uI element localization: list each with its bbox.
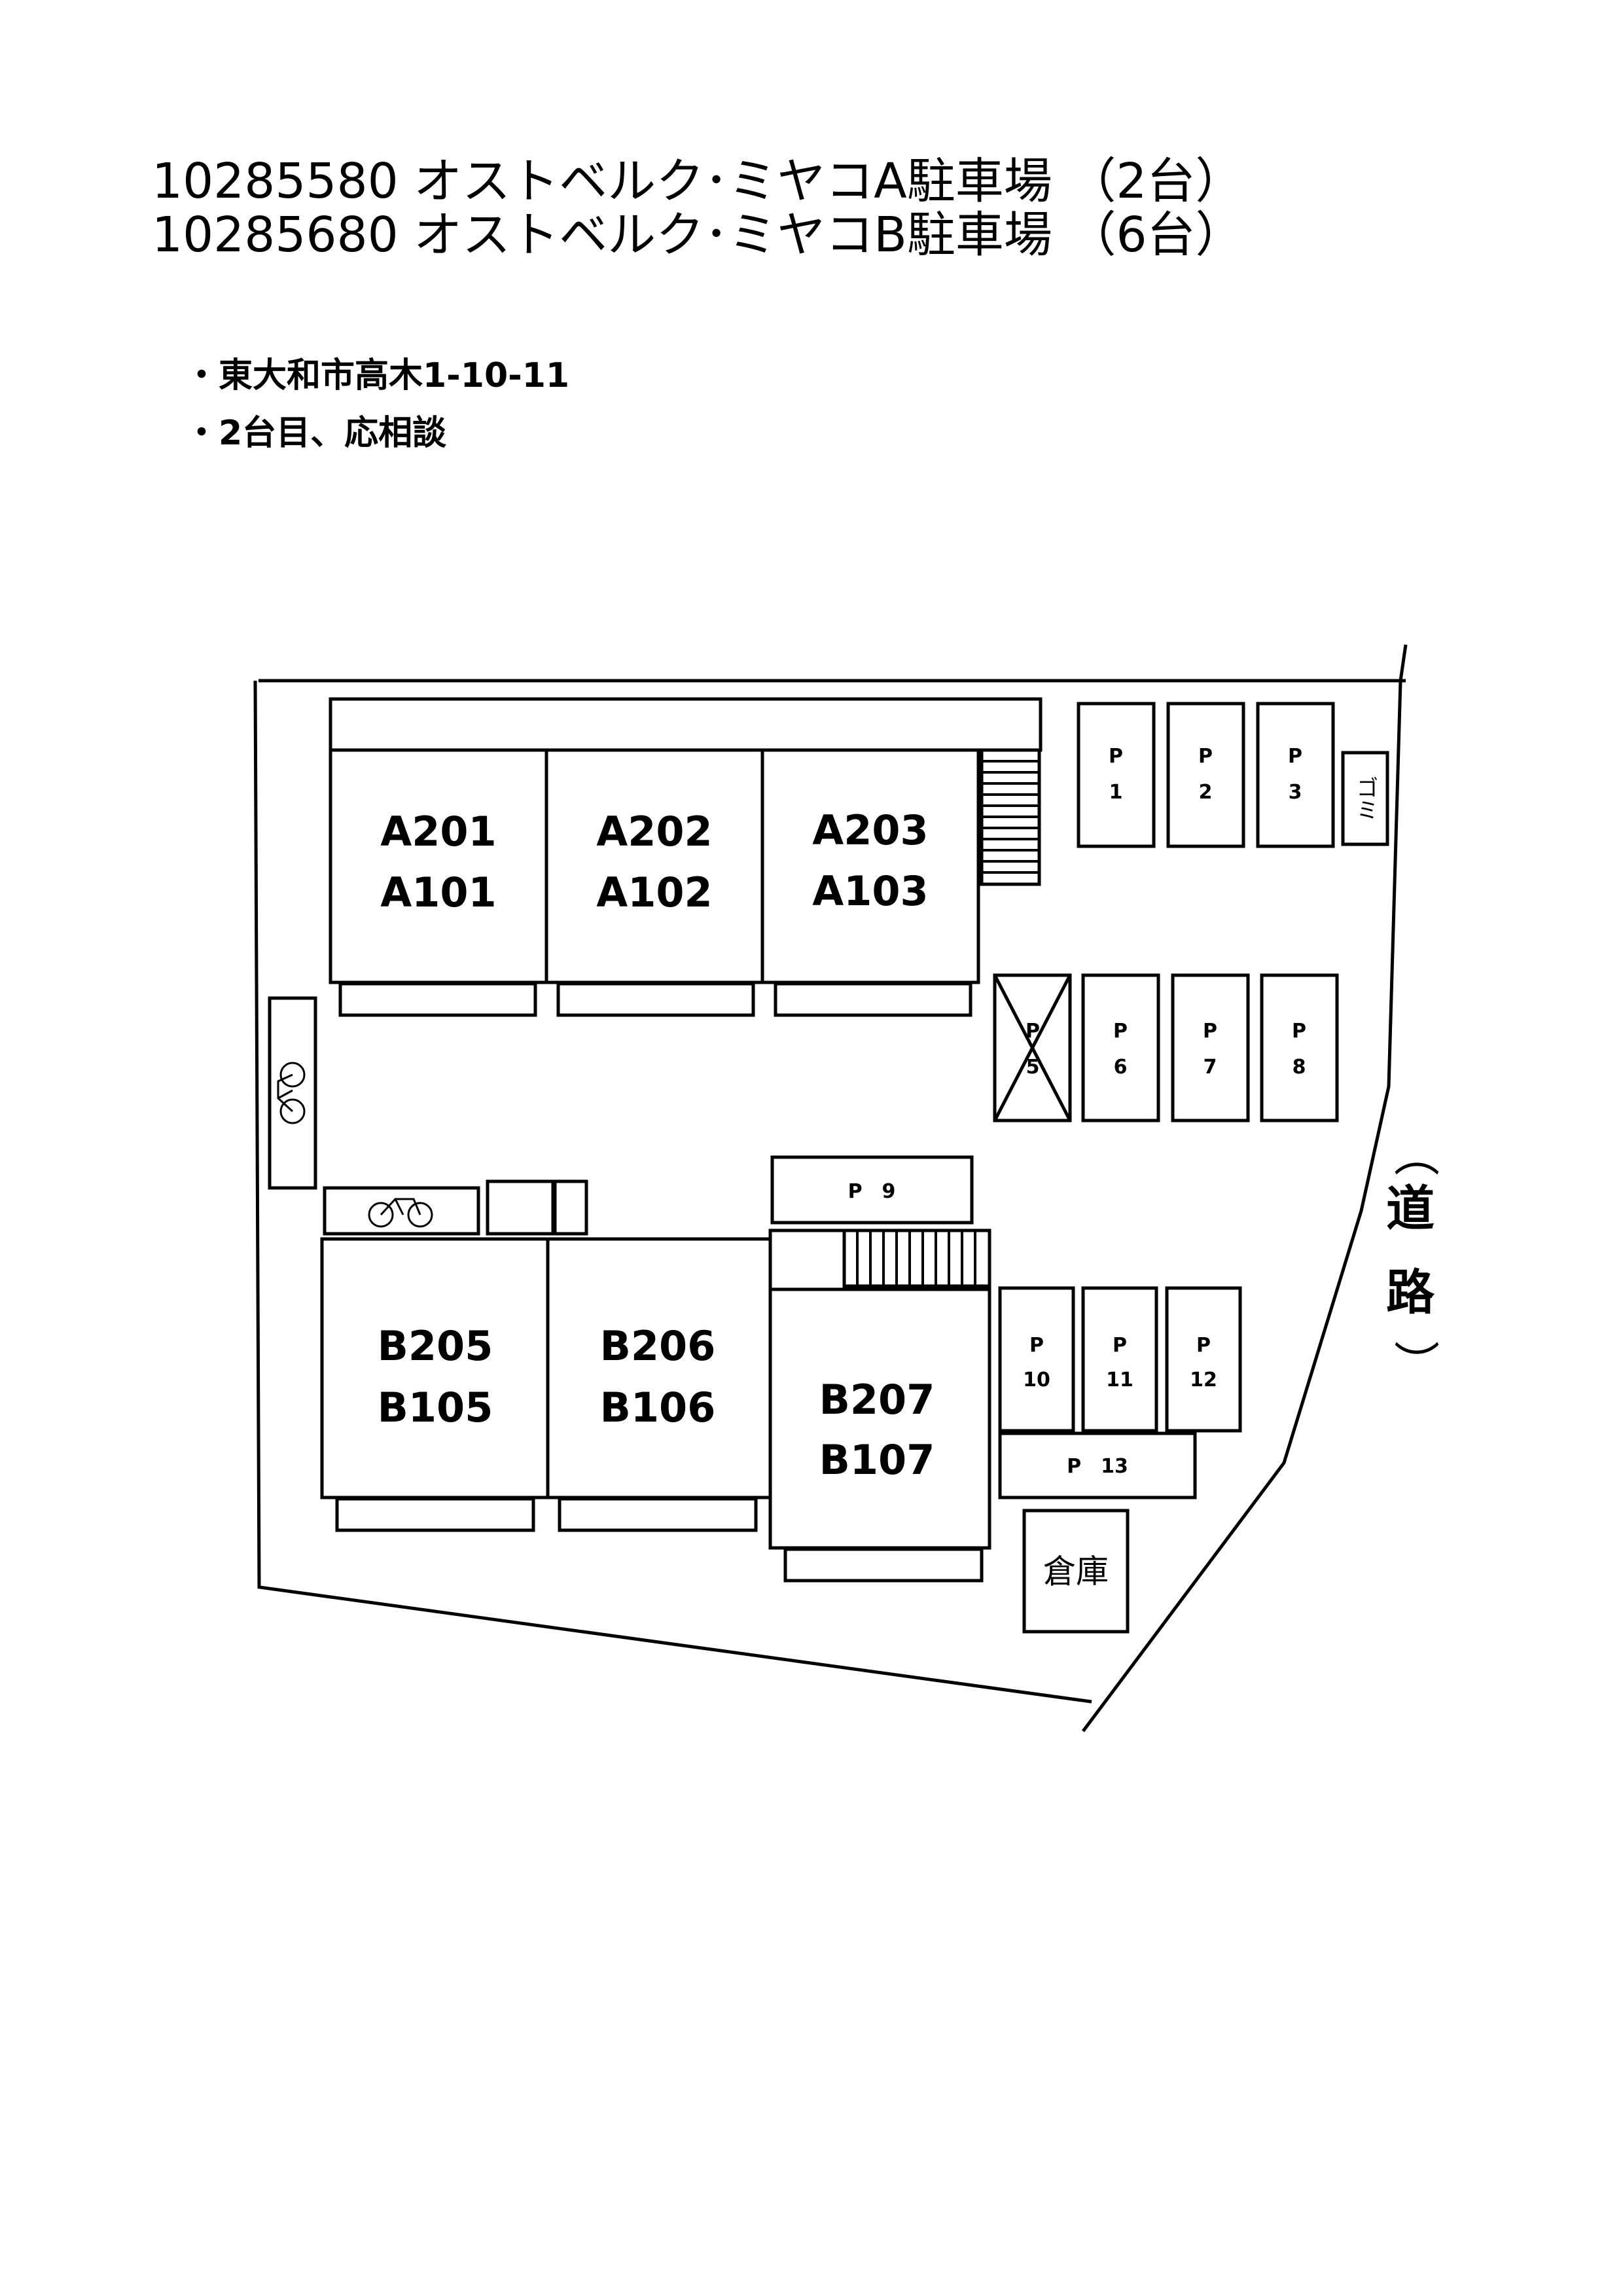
building-a3 bbox=[760, 748, 980, 984]
stairs-a-treads bbox=[982, 760, 1039, 874]
parking-label: P bbox=[1026, 1020, 1040, 1043]
unit-label: A102 bbox=[596, 869, 712, 916]
unit-label: A103 bbox=[812, 867, 928, 915]
parking-p2 bbox=[1166, 702, 1245, 848]
road-bracket-close: ︶ bbox=[1394, 1338, 1440, 1391]
consult-note: ・2台目、応相談 bbox=[185, 414, 447, 453]
unit-label: B206 bbox=[600, 1322, 716, 1370]
b-building-corridor bbox=[768, 1229, 991, 1291]
address-note: ・東大和市高木1-10-11 bbox=[185, 356, 570, 395]
bicycle-icon bbox=[277, 1062, 306, 1124]
a-building-corridor bbox=[329, 697, 1043, 752]
parking-p7 bbox=[1171, 973, 1250, 1122]
parking-label: P bbox=[1113, 1020, 1128, 1043]
stairs-b bbox=[842, 1229, 991, 1288]
parking-p11 bbox=[1081, 1286, 1158, 1433]
parking-p12 bbox=[1165, 1286, 1242, 1433]
unit-label: A201 bbox=[380, 808, 496, 855]
bicycle-icon bbox=[368, 1198, 433, 1228]
parking-label: 1 bbox=[1109, 781, 1123, 804]
parking-label: P bbox=[1196, 1334, 1211, 1357]
unit-label: B207 bbox=[819, 1376, 935, 1424]
parking-label: 5 bbox=[1026, 1056, 1040, 1079]
balcony-b6 bbox=[558, 1497, 758, 1532]
parking-label: P 13 bbox=[1067, 1455, 1128, 1478]
parking-label: P bbox=[1203, 1020, 1217, 1043]
parking-p9 bbox=[770, 1155, 974, 1225]
stairs-b-treads bbox=[856, 1230, 976, 1286]
utility-box-small bbox=[553, 1179, 588, 1236]
parking-p6 bbox=[1081, 973, 1160, 1122]
parking-label: P 9 bbox=[848, 1180, 896, 1203]
site-boundary bbox=[1081, 644, 1408, 1732]
parking-label: 7 bbox=[1204, 1056, 1217, 1079]
balcony-a1 bbox=[338, 982, 537, 1017]
parking-label: 8 bbox=[1293, 1056, 1306, 1079]
storage-shed bbox=[1022, 1509, 1130, 1634]
parking-label: 10 bbox=[1023, 1369, 1050, 1391]
parking-label: 12 bbox=[1190, 1369, 1217, 1391]
balcony-b5 bbox=[335, 1497, 535, 1532]
unit-label: B205 bbox=[378, 1322, 493, 1370]
unit-label: B107 bbox=[819, 1436, 935, 1484]
unit-label: A203 bbox=[812, 806, 928, 854]
bicycle-rack-horizontal bbox=[323, 1186, 480, 1236]
parking-label: P bbox=[1029, 1334, 1044, 1357]
parking-label: P bbox=[1113, 1334, 1127, 1357]
site-boundary-left bbox=[253, 680, 1092, 1704]
road-label-2: 路 bbox=[1386, 1265, 1435, 1321]
parking-label: P bbox=[1288, 745, 1302, 768]
parking-label: 6 bbox=[1114, 1056, 1128, 1079]
parking-label: P bbox=[1292, 1020, 1306, 1043]
building-a2 bbox=[544, 748, 764, 984]
parking-label: P bbox=[1109, 745, 1123, 768]
parking-p10 bbox=[998, 1286, 1075, 1433]
road-bracket-open: ︵ bbox=[1394, 1128, 1440, 1182]
building-a1 bbox=[329, 748, 548, 984]
parking-label: 3 bbox=[1289, 781, 1302, 804]
utility-box bbox=[486, 1179, 555, 1236]
title-line-a: 10285580 オストベルク･ミヤコA駐車場 （2台） bbox=[152, 153, 1244, 209]
bicycle-rack-vertical bbox=[268, 996, 317, 1190]
balcony-b7 bbox=[783, 1547, 984, 1583]
unit-label: B106 bbox=[600, 1384, 716, 1431]
balcony-a2 bbox=[556, 982, 755, 1017]
road-label-1: 道 bbox=[1386, 1181, 1435, 1237]
unit-label: B105 bbox=[378, 1384, 493, 1431]
unit-label: A101 bbox=[380, 869, 496, 916]
parking-p1 bbox=[1077, 702, 1156, 848]
parking-label: 2 bbox=[1199, 781, 1213, 804]
balcony-a3 bbox=[774, 982, 972, 1017]
garbage-station bbox=[1341, 751, 1389, 846]
parking-p3 bbox=[1256, 702, 1335, 848]
parking-p5 bbox=[993, 973, 1072, 1122]
parking-label: P bbox=[1198, 745, 1213, 768]
unit-label: A202 bbox=[596, 808, 712, 855]
storage-label: 倉庫 bbox=[1043, 1552, 1109, 1590]
parking-label: 11 bbox=[1106, 1369, 1133, 1391]
parking-p13 bbox=[998, 1431, 1197, 1499]
title-line-b: 10285680 オストベルク･ミヤコB駐車場 （6台） bbox=[152, 207, 1244, 263]
garbage-label: ゴミ bbox=[1352, 776, 1378, 821]
parking-p8 bbox=[1260, 973, 1339, 1122]
